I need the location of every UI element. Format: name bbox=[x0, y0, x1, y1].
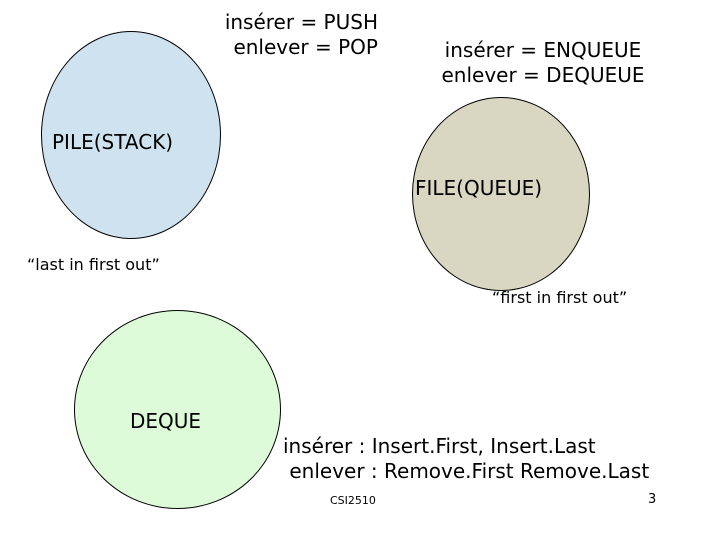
footer-page-number: 3 bbox=[648, 492, 657, 507]
footer-course-code: CSI2510 bbox=[330, 494, 376, 507]
deque-operations-text: insérer : Insert.First, Insert.Last enle… bbox=[283, 434, 650, 483]
queue-ellipse-shape bbox=[412, 97, 590, 291]
deque-ellipse-shape bbox=[74, 310, 281, 509]
stack-operations-text: insérer = PUSH enlever = POP bbox=[224, 10, 378, 59]
stack-ellipse-shape bbox=[41, 31, 221, 239]
stack-label: PILE(STACK) bbox=[52, 130, 174, 154]
queue-operations-text: insérer = ENQUEUE enlever = DEQUEUE bbox=[441, 38, 645, 87]
stack-caption-lifo: “last in first out” bbox=[27, 255, 160, 274]
queue-label: FILE(QUEUE) bbox=[415, 176, 543, 200]
queue-caption-fifo: “first in first out” bbox=[492, 288, 628, 307]
deque-label: DEQUE bbox=[130, 409, 202, 433]
